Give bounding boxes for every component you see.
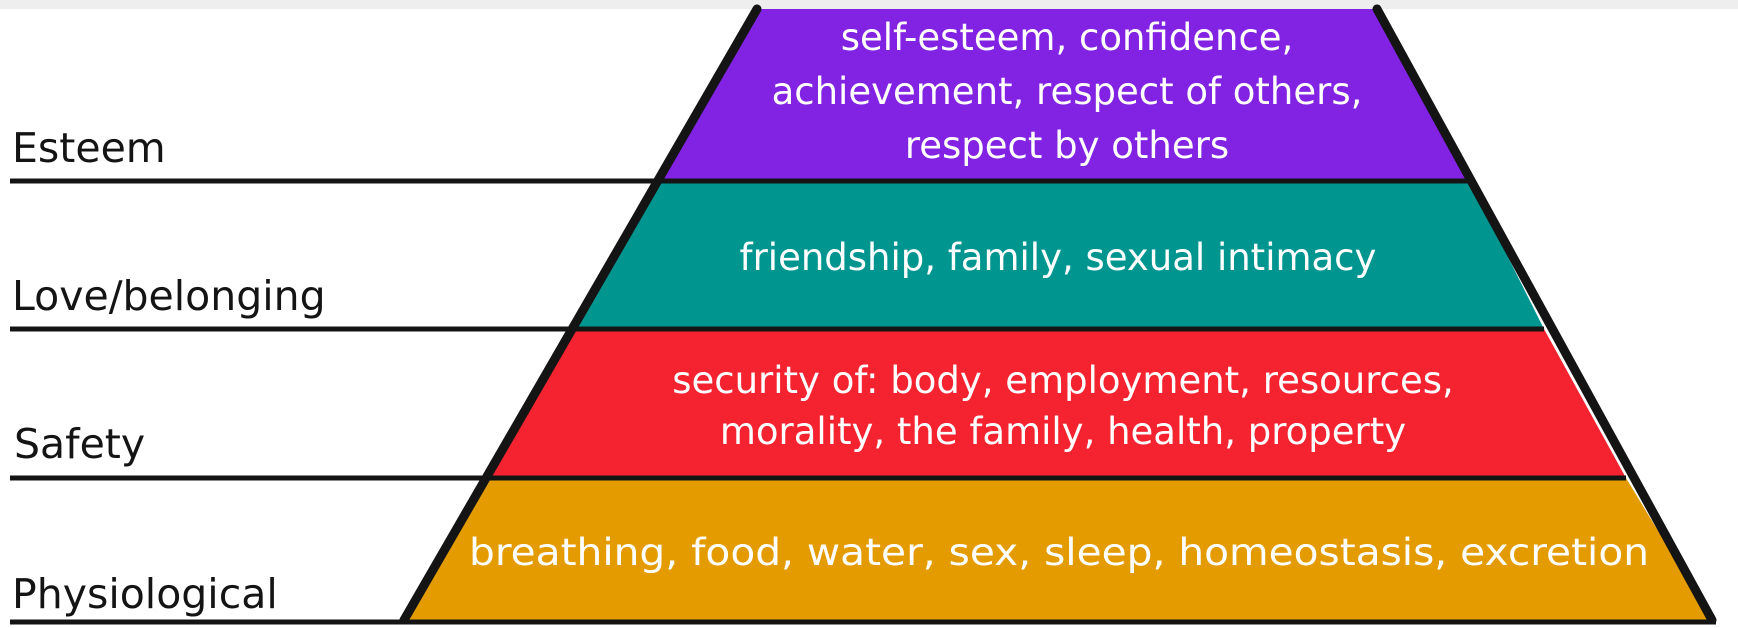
tier-safety-line-1: security of: body, employment, resources… — [672, 359, 1454, 402]
level-label-esteem: Esteem — [12, 124, 166, 172]
tier-love-belonging — [576, 181, 1544, 329]
level-label-love-belonging: Love/belonging — [12, 272, 326, 320]
level-label-physiological: Physiological — [12, 570, 278, 618]
tier-esteem-line-2: achievement, respect of others, — [772, 70, 1363, 113]
top-banner-strip — [0, 0, 1738, 9]
pyramid-left-edge — [399, 4, 762, 625]
tier-esteem-line-1: self-esteem, confidence, — [841, 16, 1294, 59]
pyramid-right-edge — [1372, 4, 1717, 625]
tier-love-belonging-line-1: friendship, family, sexual intimacy — [740, 236, 1377, 279]
tier-physiological-line-1: breathing, food, water, sex, sleep, home… — [469, 531, 1649, 574]
tier-safety — [491, 329, 1626, 478]
tier-esteem — [662, 9, 1470, 181]
tier-esteem-line-3: respect by others — [905, 124, 1229, 167]
tier-safety-line-2: morality, the family, health, property — [720, 410, 1406, 453]
tier-physiological — [404, 478, 1712, 620]
level-label-safety: Safety — [14, 420, 145, 468]
